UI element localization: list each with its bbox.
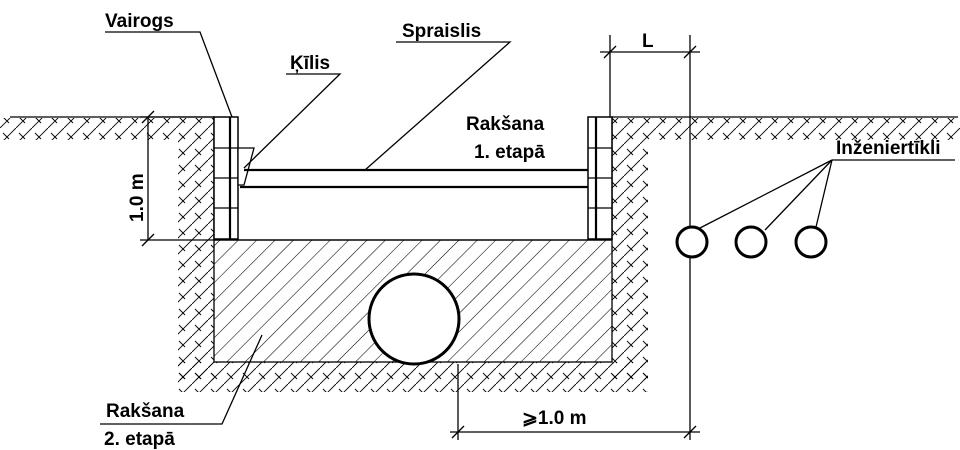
min-distance-label: ⩾1.0 m — [522, 408, 587, 429]
utility-pipes — [675, 225, 828, 259]
depth-dimension — [140, 110, 214, 247]
raksana1-line2: 1. etapā — [474, 142, 545, 163]
vairogs-label: Vairogs — [105, 11, 174, 32]
depth-label: 1.0 m — [127, 173, 148, 222]
soil-hatching — [0, 118, 960, 392]
l-label: L — [642, 31, 654, 52]
kilis-label: Ķīlis — [290, 53, 330, 74]
min-distance-dimension — [450, 364, 700, 440]
strut — [240, 168, 588, 189]
right-shield — [587, 116, 613, 240]
raksana1-line1: Rakšana — [466, 114, 545, 135]
leader-lines — [100, 31, 955, 425]
inzeniertikli-label: Inženiertīkli — [836, 138, 941, 159]
spraislis-label: Spraislis — [402, 21, 481, 42]
utility-pipe-2 — [734, 225, 768, 259]
left-shield — [213, 116, 239, 240]
raksana2-line2: 2. etapā — [104, 429, 175, 450]
utility-pipe-1 — [675, 225, 709, 259]
pipe-circle — [367, 272, 461, 366]
utility-pipe-3 — [794, 225, 828, 259]
raksana2-line1: Rakšana — [106, 401, 185, 422]
